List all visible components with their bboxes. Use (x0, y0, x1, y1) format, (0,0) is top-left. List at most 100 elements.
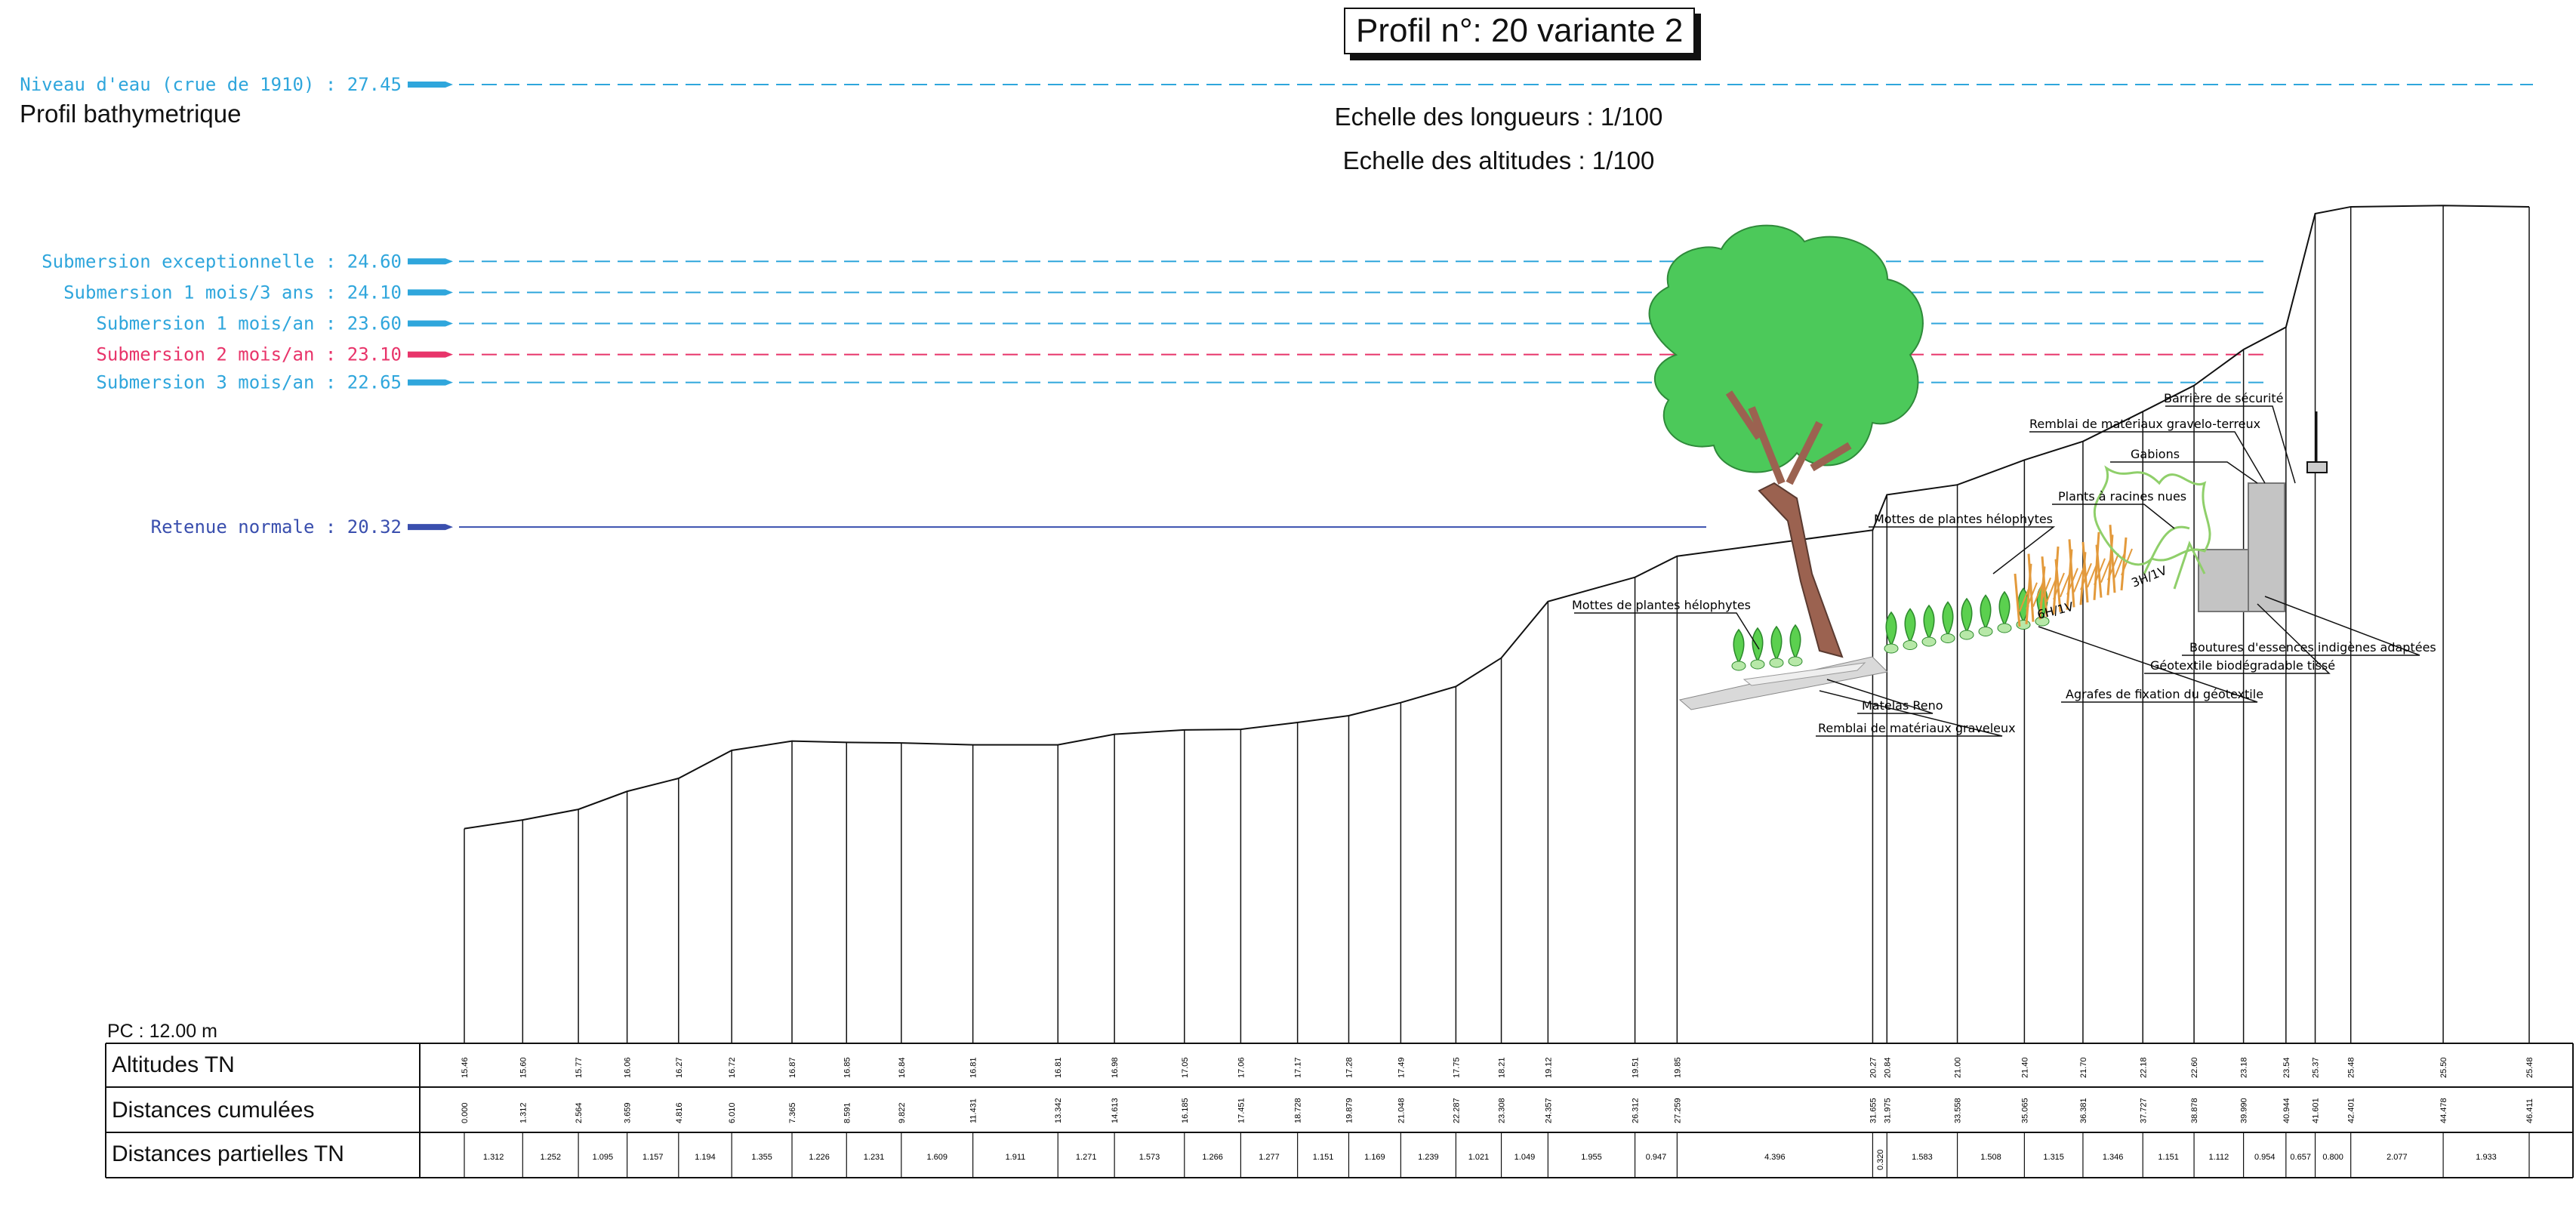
cumulative-cell: 35.065 (2020, 1098, 2029, 1123)
data-table: 15.460.00015.601.31215.772.56416.063.659… (105, 1043, 2574, 1178)
profile-title: Profil n°: 20 variante 2 (1344, 8, 1696, 54)
partial-cell: 1.315 (2043, 1153, 2064, 1162)
label-gravel-fill: Remblai de matériaux graveleux (1818, 721, 2016, 735)
partial-cell: 0.954 (2254, 1153, 2276, 1162)
cumulative-cell: 31.975 (1883, 1098, 1892, 1123)
cumulative-cell: 21.048 (1397, 1098, 1406, 1123)
altitude-cell: 21.00 (1954, 1057, 1963, 1078)
altitude-cell: 16.81 (969, 1057, 978, 1078)
cumulative-cell: 6.010 (728, 1102, 737, 1123)
altitude-cell: 25.50 (2439, 1057, 2448, 1078)
altitude-cell: 17.06 (1237, 1057, 1246, 1078)
altitude-cell: 16.27 (675, 1057, 684, 1078)
altitude-cell: 15.60 (519, 1057, 528, 1078)
partial-cell: 1.169 (1364, 1153, 1385, 1162)
cumulative-cell: 11.431 (969, 1098, 978, 1123)
cumulative-cell: 24.357 (1544, 1098, 1553, 1123)
altitude-cell: 23.18 (2240, 1057, 2249, 1078)
partial-cell: 1.194 (695, 1153, 716, 1162)
water-level-label: Submersion 1 mois/an : 23.60 (96, 313, 402, 334)
water-level-label: Submersion 1 mois/3 ans : 24.10 (63, 282, 402, 303)
partial-cell: 1.271 (1076, 1153, 1097, 1162)
cumulative-cell: 40.944 (2282, 1098, 2291, 1123)
partial-cell: 1.226 (809, 1153, 830, 1162)
partial-cell: 1.266 (1202, 1153, 1223, 1162)
partial-cell: 1.277 (1259, 1153, 1280, 1162)
cumulative-cell: 39.990 (2240, 1098, 2249, 1123)
altitude-cell: 17.17 (1294, 1057, 1303, 1078)
label-bare-root-plants: Plants à racines nues (2058, 489, 2186, 504)
altitude-cell: 17.28 (1345, 1057, 1354, 1078)
altitude-cell: 17.05 (1181, 1057, 1190, 1078)
cumulative-cell: 0.000 (461, 1102, 470, 1123)
partial-cell: 1.112 (2208, 1153, 2229, 1162)
label-gravelo-fill: Remblai de matériaux gravelo-terreux (2029, 417, 2260, 431)
partial-cell: 1.151 (1313, 1153, 1334, 1162)
cumulative-cell: 4.816 (675, 1102, 684, 1123)
altitude-cell: 16.85 (843, 1057, 852, 1078)
partial-cell: 1.508 (1980, 1153, 2001, 1162)
cumulative-cell: 46.411 (2525, 1098, 2534, 1123)
partial-cell: 1.583 (1912, 1153, 1933, 1162)
partial-cell: 1.021 (1468, 1153, 1490, 1162)
altitude-cell: 18.21 (1498, 1057, 1507, 1078)
partial-cell: 0.800 (2322, 1153, 2343, 1162)
tree (1648, 224, 1924, 658)
cumulative-cell: 42.401 (2347, 1098, 2356, 1123)
cumulative-cell: 16.185 (1181, 1098, 1190, 1123)
water-level-arrow (408, 524, 453, 531)
cumulative-cell: 37.727 (2139, 1098, 2148, 1123)
row-label-partial: Distances partielles TN (112, 1141, 344, 1166)
altitude-cell: 20.84 (1883, 1057, 1892, 1078)
water-level-arrow (408, 82, 453, 88)
cumulative-cell: 27.259 (1673, 1098, 1682, 1123)
safety-barrier (2306, 411, 2328, 473)
water-level-label: Submersion 3 mois/an : 22.65 (96, 372, 402, 393)
partial-cell: 4.396 (1764, 1153, 1786, 1162)
helophyte-clump (1788, 624, 1803, 667)
partial-cell: 1.955 (1581, 1153, 1602, 1162)
cumulative-cell: 3.659 (624, 1102, 633, 1123)
gabion-wall (2198, 482, 2285, 612)
helophyte-clump (1940, 601, 1955, 643)
cumulative-cell: 38.878 (2190, 1098, 2199, 1123)
helophyte-clump (1884, 611, 1899, 654)
cumulative-cell: 1.312 (519, 1102, 528, 1123)
altitude-cell: 16.72 (728, 1057, 737, 1078)
label-slope-3h1v: 3H/1V (2129, 563, 2168, 590)
water-level-arrow (408, 351, 453, 358)
cumulative-cell: 7.365 (788, 1102, 797, 1123)
cumulative-cell: 41.601 (2312, 1098, 2321, 1123)
water-level-label: Submersion 2 mois/an : 23.10 (96, 344, 402, 365)
altitude-cell: 25.48 (2525, 1057, 2534, 1078)
partial-cell: 1.157 (642, 1153, 664, 1162)
label-gabions: Gabions (2131, 447, 2180, 461)
partial-cell: 1.312 (483, 1153, 504, 1162)
water-level-label: Submersion exceptionnelle : 24.60 (42, 251, 402, 272)
helophyte-clump (1978, 594, 1993, 636)
partial-cell: 1.095 (593, 1153, 614, 1162)
partial-cell: 1.346 (2103, 1153, 2124, 1162)
altitude-cell: 19.85 (1673, 1057, 1682, 1078)
water-level-arrow (408, 320, 453, 327)
helophyte-clump (1921, 604, 1937, 647)
altitude-cell: 17.75 (1452, 1057, 1461, 1078)
altitude-cell: 16.87 (788, 1057, 797, 1078)
altitude-cell: 25.37 (2312, 1057, 2321, 1078)
cumulative-cell: 14.613 (1111, 1098, 1120, 1123)
water-level-label: Retenue normale : 20.32 (151, 516, 402, 538)
altitude-cell: 21.70 (2079, 1057, 2088, 1078)
altitude-cell: 22.60 (2190, 1057, 2199, 1078)
altitude-cell: 16.98 (1111, 1057, 1120, 1078)
cumulative-cell: 2.564 (575, 1102, 584, 1123)
altitude-cell: 19.12 (1544, 1057, 1553, 1078)
label-reno-mattress: Matelas Reno (1862, 698, 1943, 713)
altitude-scale: Echelle des altitudes : 1/100 (1342, 146, 1655, 174)
altitude-cell: 25.48 (2347, 1057, 2356, 1078)
helophyte-clump (1903, 608, 1918, 650)
water-level-arrow (408, 379, 453, 386)
length-scale: Echelle des longueurs : 1/100 (1334, 103, 1663, 131)
partial-cell: 1.252 (540, 1153, 561, 1162)
altitude-cell: 16.84 (898, 1057, 907, 1078)
